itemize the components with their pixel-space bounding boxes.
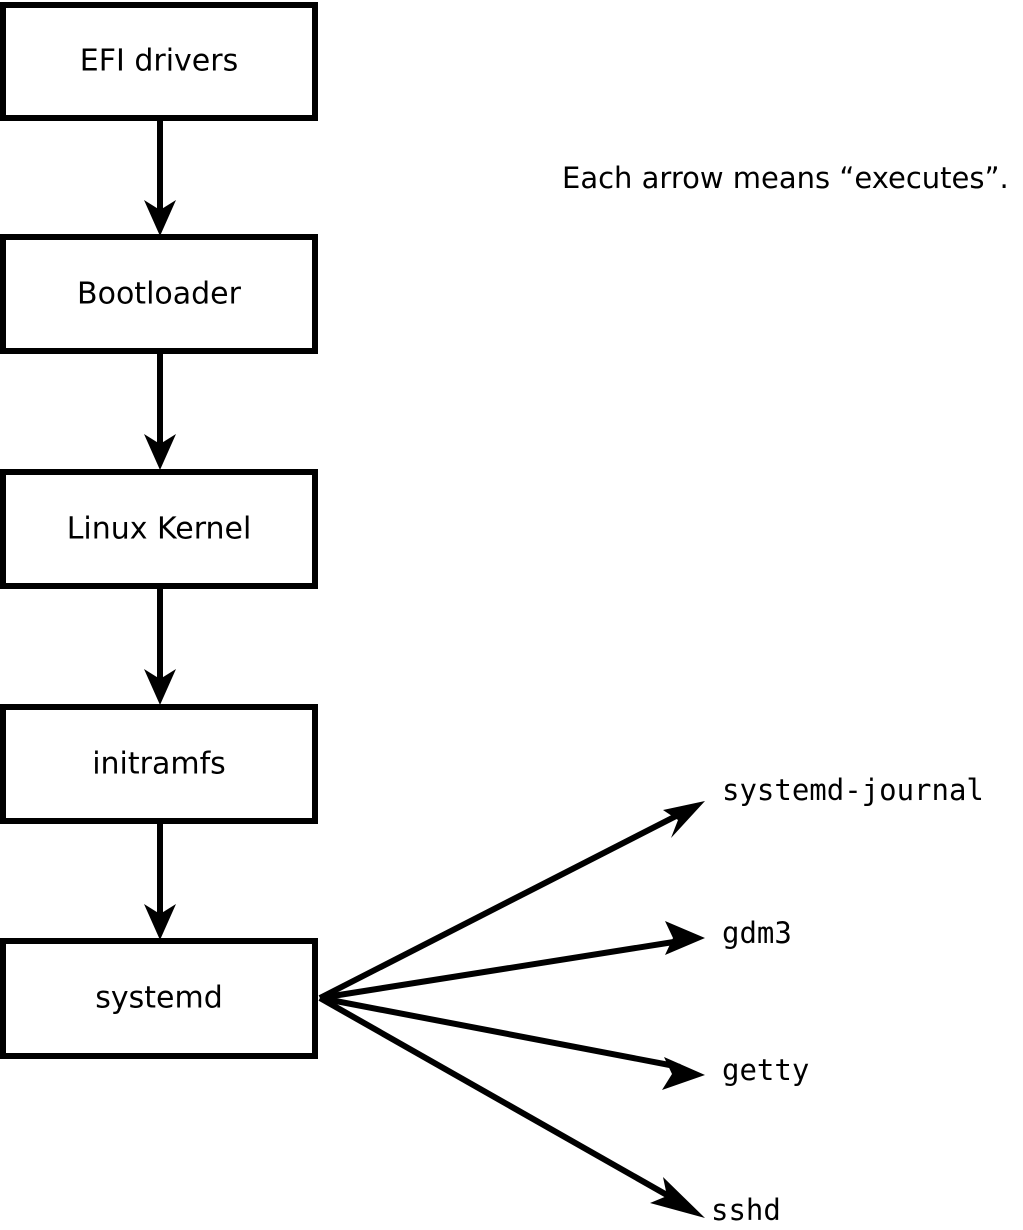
node-efi-drivers[interactable]: EFI drivers: [0, 2, 318, 121]
chain-arrow-efi-to-bootloader: [144, 118, 176, 236]
node-label: EFI drivers: [80, 44, 238, 79]
arrow-head-icon: [663, 801, 705, 838]
arrow-head-icon: [144, 200, 176, 236]
node-label: Bootloader: [77, 277, 242, 312]
node-label: Linux Kernel: [67, 512, 252, 547]
arrow-head-icon: [665, 921, 705, 955]
node-systemd[interactable]: systemd: [0, 938, 318, 1059]
arrow-head-icon: [662, 1057, 705, 1090]
leaf-label-gdm3: gdm3: [722, 916, 792, 950]
arrow-head-icon: [144, 669, 176, 705]
fan-arrow-systemd-to-gdm3: [319, 921, 705, 1001]
node-label: systemd: [95, 981, 223, 1016]
node-initramfs[interactable]: initramfs: [0, 704, 318, 824]
chain-arrow-initramfs-to-systemd: [144, 822, 176, 940]
chain-arrow-kernel-to-initramfs: [144, 588, 176, 705]
leaf-label-systemd-journal: systemd-journal: [722, 773, 984, 807]
fan-arrow-systemd-to-journal: [318, 801, 705, 1001]
arrow-head-icon: [650, 1177, 705, 1218]
fan-arrow-systemd-to-getty: [319, 995, 705, 1090]
leaf-label-getty: getty: [722, 1053, 809, 1087]
legend-caption: Each arrow means “executes”.: [562, 161, 1009, 195]
leaf-label-sshd: sshd: [711, 1193, 781, 1227]
chain-arrow-bootloader-to-kernel: [144, 353, 176, 470]
arrow-head-icon: [144, 904, 176, 940]
node-label: initramfs: [92, 747, 226, 782]
arrow-head-icon: [144, 434, 176, 470]
node-linux-kernel[interactable]: Linux Kernel: [0, 469, 318, 589]
fan-arrow-systemd-to-sshd: [318, 995, 705, 1218]
node-bootloader[interactable]: Bootloader: [0, 234, 318, 354]
